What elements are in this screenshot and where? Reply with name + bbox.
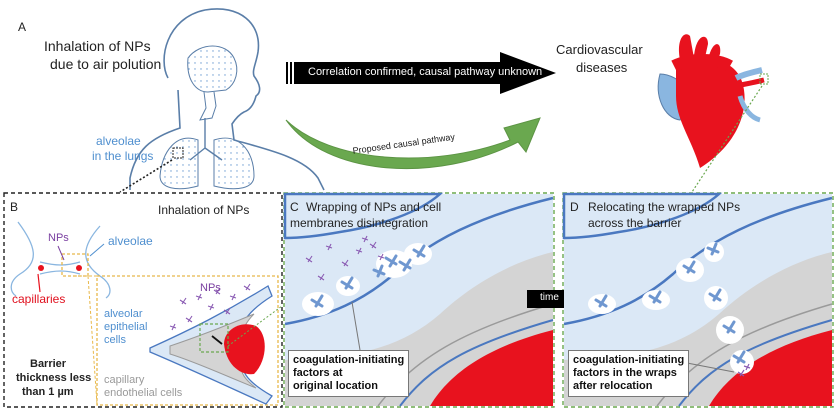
- heart-illustration: [657, 34, 769, 168]
- zoom-box-large: [96, 275, 279, 406]
- barrier-label-line3: than 1 µm: [22, 386, 74, 398]
- panel-c-callout-line2: factors at: [293, 367, 343, 379]
- panel-c-callout-line1: coagulation-initiating: [293, 354, 405, 366]
- capillary-dot-left: [38, 265, 44, 271]
- proposed-pathway-arrow: [285, 117, 541, 170]
- panel-d-title-line2: across the barrier: [588, 216, 682, 230]
- panel-b-frame: [3, 192, 283, 408]
- nps-small-label: NPs: [48, 232, 69, 244]
- alveolae-small-label: alveolae: [108, 234, 153, 248]
- connector-heart-to-d: [691, 85, 763, 193]
- nps-pointer: [57, 245, 65, 261]
- human-silhouette: [129, 8, 325, 191]
- panel-d-letter: D: [570, 200, 579, 214]
- alveolae-pointer: [89, 243, 105, 257]
- lungs-illustration: [159, 45, 255, 190]
- epithelial-label-line3: cells: [104, 334, 127, 346]
- panel-c-letter: C: [290, 200, 299, 214]
- panel-c-title-line2: membranes disintegration: [290, 216, 429, 230]
- panel-d-callout-line1: coagulation-initiating: [573, 354, 685, 366]
- nps-large-label: NPs: [200, 282, 221, 294]
- capillaries-label: capillaries: [12, 292, 66, 306]
- alveolae-lungs-label-line2: in the lungs: [92, 149, 154, 163]
- inhalation-label-line2: due to air polution: [50, 56, 162, 72]
- panel-d-scene: [562, 192, 833, 407]
- correlation-arrow: [286, 52, 556, 94]
- epithelial-label-line2: epithelial: [104, 321, 148, 333]
- endothelial-label-line1: capillary: [104, 374, 145, 386]
- panel-c-scene: [283, 192, 554, 407]
- epithelial-label-line1: alveolar: [104, 308, 143, 320]
- barrier-diagram: [149, 283, 283, 405]
- panel-b-title: Inhalation of NPs: [158, 203, 250, 217]
- barrier-label-line2: thickness less: [16, 372, 92, 384]
- capillary-dot-right: [76, 265, 82, 271]
- alveolae-lungs-label-line1: alveolae: [96, 134, 141, 148]
- barrier-label-line1: Barrier: [30, 358, 67, 370]
- panel-a-letter: A: [18, 20, 27, 34]
- correlation-arrow-label: Correlation confirmed, causal pathway un…: [308, 66, 543, 78]
- panel-d-callout: coagulation-initiating factors in the wr…: [568, 350, 690, 397]
- panel-c-callout-line3: original location: [293, 380, 378, 392]
- panel-d-callout-line3: after relocation: [573, 380, 653, 392]
- endothelial-label-line2: endothelial cells: [104, 387, 183, 399]
- time-arrow-label: time: [540, 292, 559, 303]
- panel-d-title-line1: Relocating the wrapped NPs: [588, 200, 741, 214]
- panel-d-callout-line2: factors in the wraps: [573, 367, 677, 379]
- inhalation-label-line1: Inhalation of NPs: [44, 38, 151, 54]
- cardio-label-line1: Cardiovascular: [556, 42, 643, 57]
- panel-b-letter: B: [10, 200, 19, 214]
- panel-c-title-line1: Wrapping of NPs and cell: [306, 200, 442, 214]
- cardio-label-line2: diseases: [576, 60, 628, 75]
- capillaries-pointer: [37, 273, 41, 293]
- panel-c-callout: coagulation-initiating factors at origin…: [288, 350, 410, 397]
